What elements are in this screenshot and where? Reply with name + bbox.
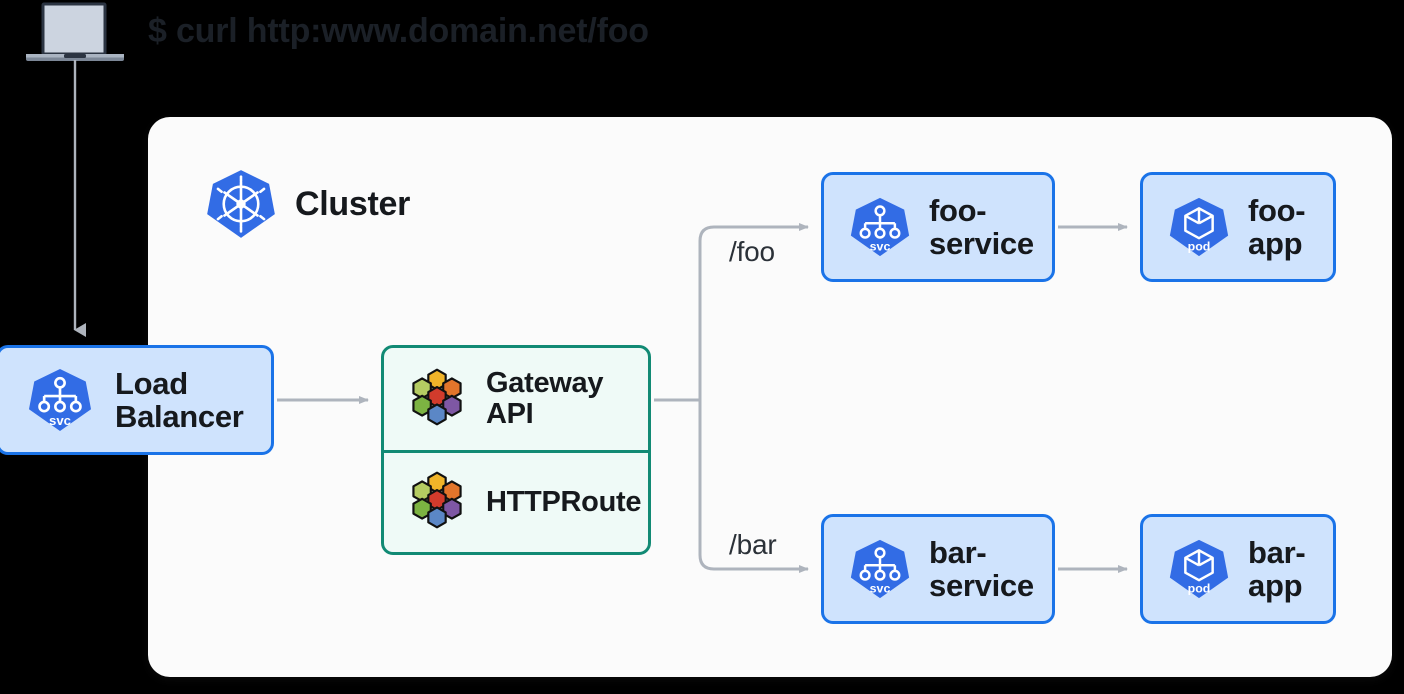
- k8s-pod-icon: pod: [1168, 196, 1230, 258]
- kubernetes-wheel-icon: [207, 170, 275, 238]
- gateway-api-hexagons-icon: [406, 366, 468, 433]
- node-foo-app[interactable]: pod foo-app: [1140, 172, 1336, 282]
- route-label-foo: /foo: [729, 236, 775, 267]
- node-label: foo-app: [1248, 192, 1306, 261]
- route-label-bar: /bar: [729, 529, 777, 560]
- node-label: bar-service: [929, 534, 1034, 603]
- k8s-service-icon: svc: [27, 367, 93, 433]
- k8s-service-icon: svc: [849, 196, 911, 258]
- k8s-service-icon-text: svc: [870, 582, 891, 596]
- gateway-group: Gateway API HTTPRoute: [381, 345, 651, 555]
- node-bar-app[interactable]: pod bar-app: [1140, 514, 1336, 624]
- k8s-service-icon: svc: [849, 538, 911, 600]
- node-label: Load Balancer: [115, 365, 244, 434]
- node-httproute[interactable]: HTTPRoute: [384, 450, 648, 552]
- k8s-service-icon-text: svc: [49, 413, 71, 428]
- node-label: Gateway API: [486, 366, 604, 430]
- k8s-pod-icon: pod: [1168, 538, 1230, 600]
- k8s-service-icon-text: svc: [870, 240, 891, 254]
- node-load-balancer[interactable]: svc Load Balancer: [0, 345, 274, 455]
- node-foo-service[interactable]: svc foo-service: [821, 172, 1055, 282]
- node-label: HTTPRoute: [486, 485, 642, 518]
- k8s-pod-icon-text: pod: [1188, 582, 1211, 596]
- cluster-title: Cluster: [295, 184, 411, 223]
- node-gateway-api[interactable]: Gateway API: [384, 348, 648, 450]
- node-bar-service[interactable]: svc bar-service: [821, 514, 1055, 624]
- node-label: foo-service: [929, 192, 1034, 261]
- k8s-pod-icon-text: pod: [1188, 240, 1211, 254]
- terminal-command: $ curl http:www.domain.net/foo: [148, 12, 649, 50]
- node-label: bar-app: [1248, 534, 1306, 603]
- cluster-header: Cluster: [205, 168, 410, 240]
- gateway-api-hexagons-icon: [406, 469, 468, 536]
- laptop-icon: [26, 2, 124, 61]
